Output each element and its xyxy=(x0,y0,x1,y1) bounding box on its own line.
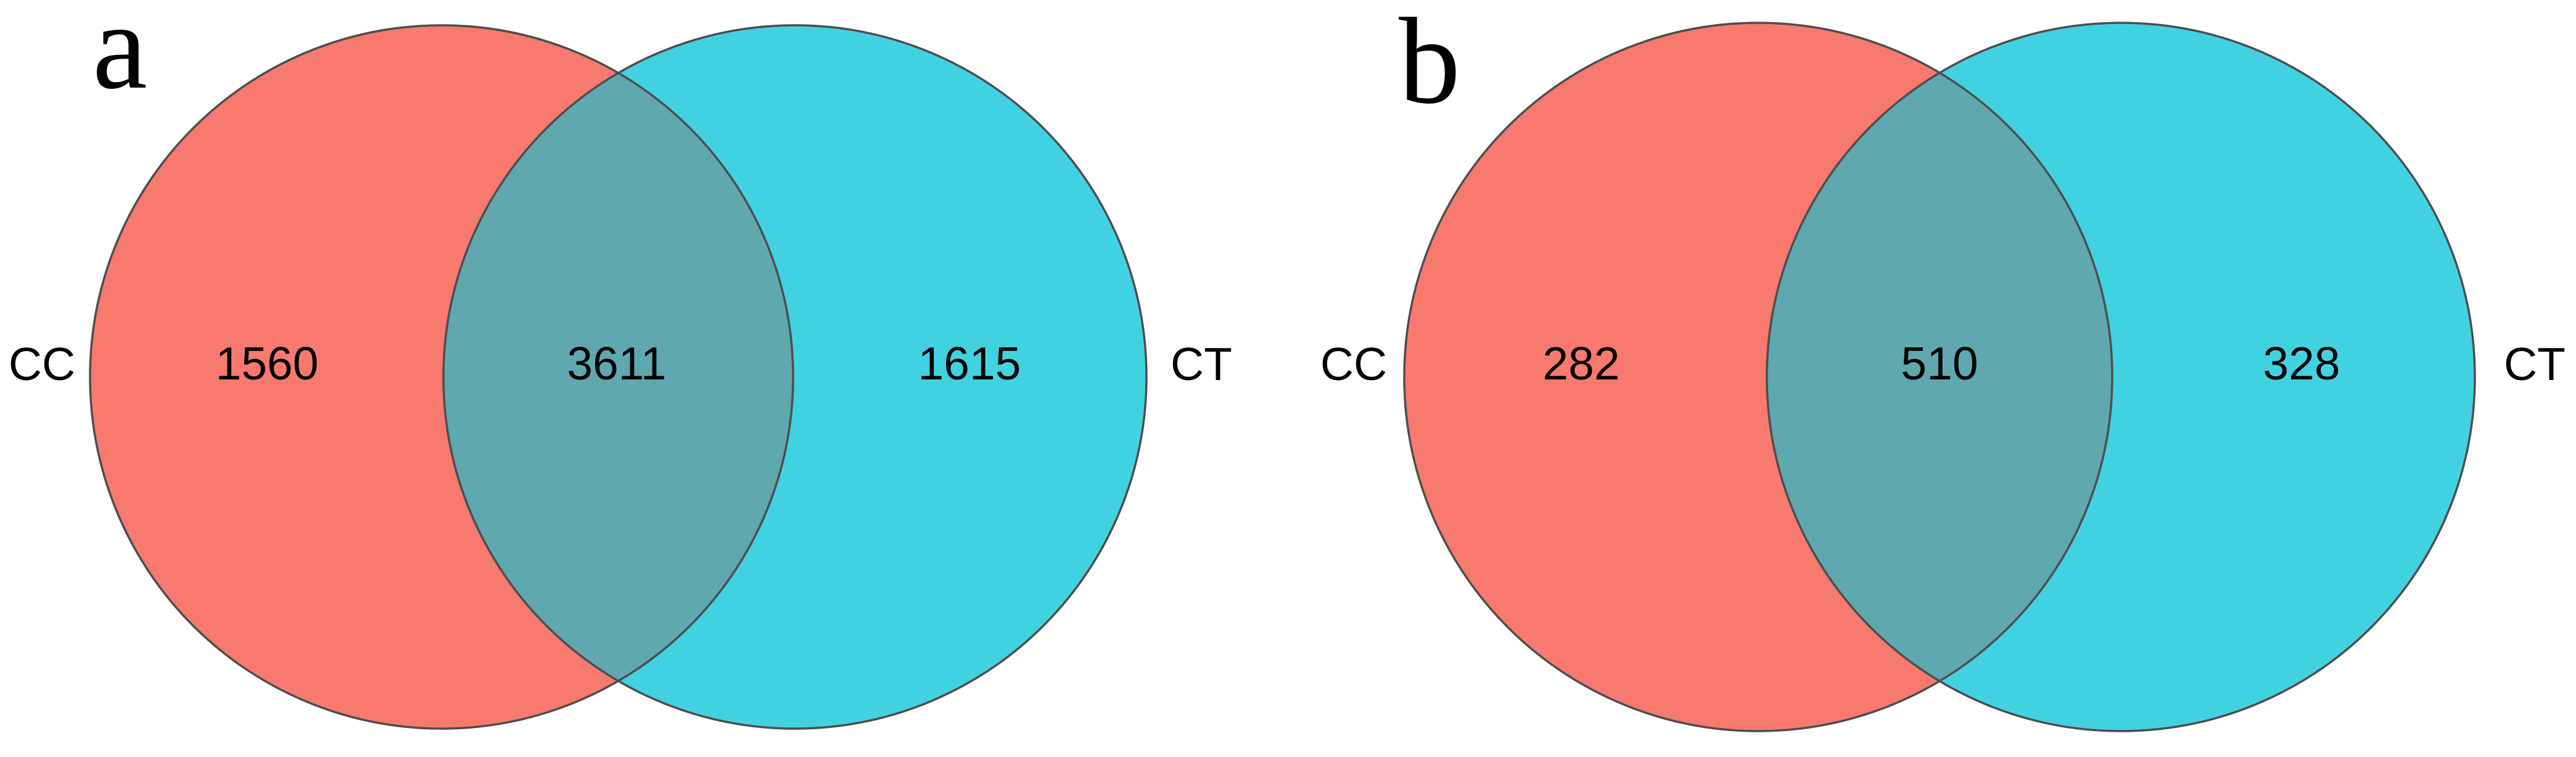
panel-b-right-set-label: CT xyxy=(2504,338,2566,390)
panel-b-right-circle-outline xyxy=(1766,22,2476,732)
panel-a-left-set-label: CC xyxy=(9,338,75,390)
venn-panel-a: a CC CT 1560 3611 1615 xyxy=(9,0,1232,730)
panel-b-left-set-label: CC xyxy=(1320,338,1387,390)
panel-a-left-circle-outline xyxy=(89,24,794,730)
venn-panel-b: b CC CT 282 510 328 xyxy=(1320,0,2566,732)
panel-a-intersection-count: 3611 xyxy=(567,337,666,389)
panel-b-left-circle-outline xyxy=(1403,22,2113,732)
panel-a-left-only-count: 1560 xyxy=(216,337,319,389)
panel-b-right-only-count: 328 xyxy=(2263,337,2340,389)
panel-a-overlap-region xyxy=(443,25,793,729)
panel-a-letter: a xyxy=(93,0,147,115)
panel-b-intersection-count: 510 xyxy=(1901,337,1978,389)
panel-a-right-set-label: CT xyxy=(1171,338,1232,390)
panel-b-letter: b xyxy=(1399,0,1460,130)
panel-b-overlap-region xyxy=(1767,23,2112,731)
panel-a-right-only-count: 1615 xyxy=(918,337,1021,389)
panel-b-left-only-count: 282 xyxy=(1542,337,1619,389)
panel-a-right-circle-outline xyxy=(442,24,1148,730)
